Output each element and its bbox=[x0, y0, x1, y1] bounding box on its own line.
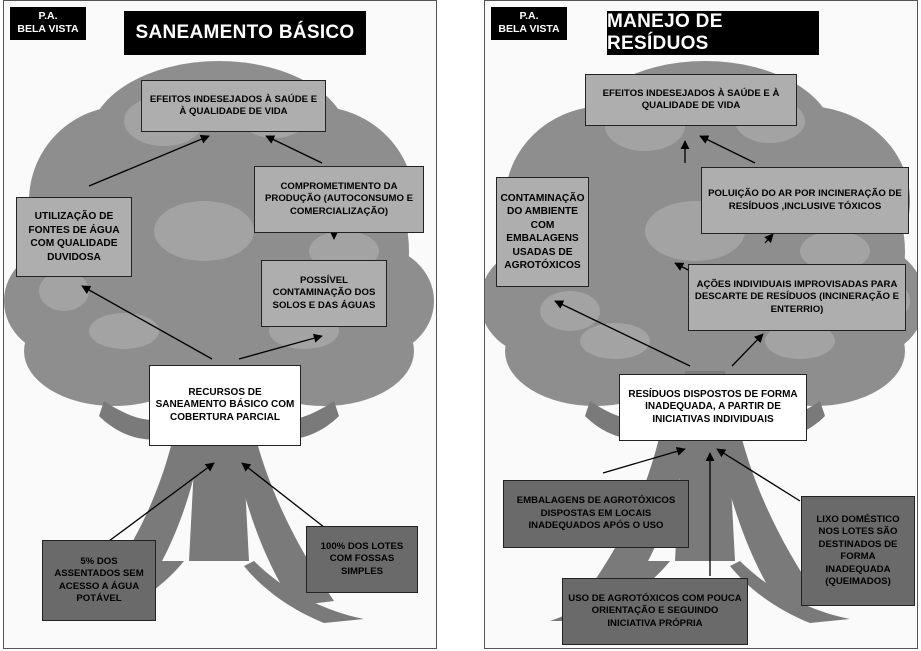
location-tag-line1: P.A. bbox=[38, 10, 58, 22]
effects-box: EFEITOS INDESEJADOS À SAÚDE E À QUALIDAD… bbox=[585, 74, 797, 126]
contamination-box: POSSÍVEL CONTAMINAÇÃO DOS SOLOS E DAS ÁG… bbox=[261, 260, 387, 327]
cause-domestic-waste-box: LIXO DOMÉSTICO NOS LOTES SÃO DESTINADOS … bbox=[801, 496, 915, 606]
core-problem-box: RECURSOS DE SANEAMENTO BÁSICO COM COBERT… bbox=[149, 365, 301, 446]
location-tag: P.A. BELA VISTA bbox=[10, 7, 86, 40]
panel-saneamento: P.A. BELA VISTA SANEAMENTO BÁSICO EFEITO… bbox=[3, 0, 437, 649]
water-sources-box: UTILIZAÇÃO DE FONTES DE ÁGUA COM QUALIDA… bbox=[16, 197, 132, 277]
production-box: COMPROMETIMENTO DA PRODUÇÃO (AUTOCONSUMO… bbox=[254, 166, 424, 233]
cause-agrotoxics-box: USO DE AGROTÓXICOS COM POUCA ORIENTAÇÃO … bbox=[562, 578, 748, 645]
effects-box: EFEITOS INDESEJADOS À SAÚDE E À QUALIDAD… bbox=[141, 80, 326, 132]
location-tag-line2: BELA VISTA bbox=[17, 23, 79, 35]
cause-septic-box: 100% DOS LOTES COM FOSSAS SIMPLES bbox=[306, 526, 418, 593]
cause-water-box: 5% DOS ASSENTADOS SEM ACESSO A ÁGUA POTÁ… bbox=[42, 540, 156, 621]
core-problem-box: RESÍDUOS DISPOSTOS DE FORMA INADEQUADA, … bbox=[619, 374, 807, 441]
individual-actions-box: AÇÕES INDIVIDUAIS IMPROVISADAS PARA DESC… bbox=[688, 264, 906, 331]
cause-packaging-box: EMBALAGENS DE AGROTÓXICOS DISPOSTAS EM L… bbox=[503, 480, 689, 548]
environment-contamination-box: CONTAMINAÇÃO DO AMBIENTE COM EMBALAGENS … bbox=[496, 177, 589, 287]
location-tag-line1: P.A. bbox=[519, 10, 539, 22]
panel-title: SANEAMENTO BÁSICO bbox=[124, 11, 366, 55]
location-tag-line2: BELA VISTA bbox=[498, 23, 560, 35]
location-tag: P.A. BELA VISTA bbox=[491, 7, 567, 40]
panel-residuos: P.A. BELA VISTA MANEJO DE RESÍDUOS EFEIT… bbox=[484, 0, 918, 649]
air-pollution-box: POLUIÇÃO DO AR POR INCINERAÇÃO DE RESÍDU… bbox=[701, 167, 909, 234]
panel-title: MANEJO DE RESÍDUOS bbox=[607, 11, 819, 55]
